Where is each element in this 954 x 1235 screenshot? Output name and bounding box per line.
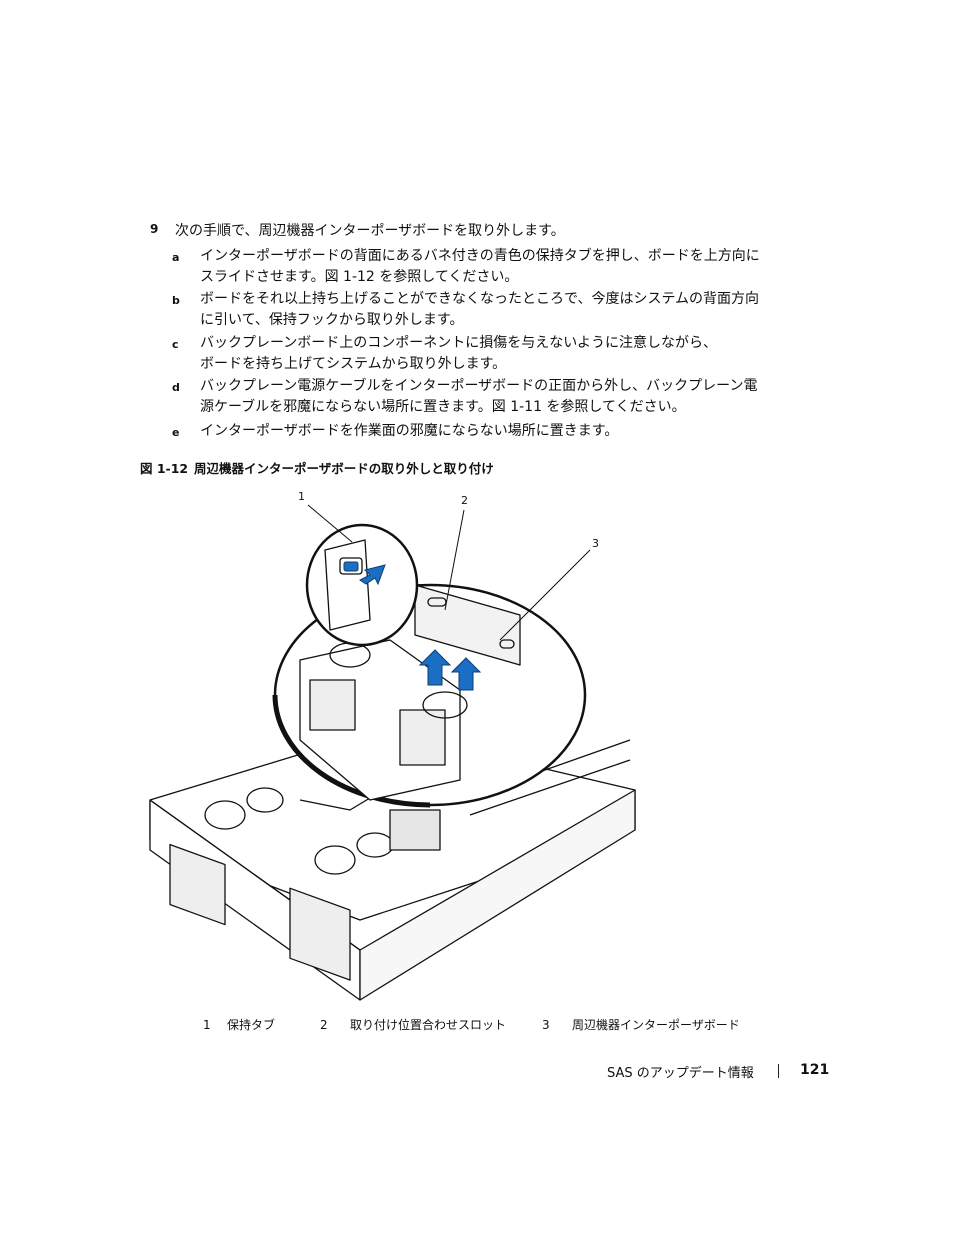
callout-1: 1 [298,490,305,503]
legend-number: 1 [203,1018,211,1032]
legend-item-1: 1 保持タブ [203,1016,275,1033]
legend-number: 3 [542,1018,550,1032]
page-number: 121 [800,1062,830,1078]
substep-letter: d [172,381,180,394]
legend-text: 周辺機器インターポーザボード [572,1018,740,1032]
substep-a: a インターポーザボードの背面にあるバネ付きの青色の保持タブを押し、ボードを上方… [172,246,812,288]
substep-letter: e [172,426,180,439]
callout-3: 3 [592,537,599,550]
substep-text: バックプレーン電源ケーブルをインターポーザボードの正面から外し、バックプレーン電… [200,378,758,415]
interposer-board-illustration: 1 2 3 [149,490,636,1001]
callout-2: 2 [461,494,468,507]
legend-number: 2 [320,1018,328,1032]
substep-text: バックプレーンボード上のコンポーネントに損傷を与えないように注意しながら、 ボー… [200,335,718,372]
footer-section-title: SAS のアップデート情報 [607,1066,754,1081]
substep-text: インターポーザボードを作業面の邪魔にならない場所に置きます。 [200,423,619,439]
figure-title: 周辺機器インターポーザボードの取り外しと取り付け [194,461,494,476]
substep-letter: b [172,294,180,307]
figure-caption: 図 1-12 周辺機器インターポーザボードの取り外しと取り付け [140,458,494,477]
legend-text: 取り付け位置合わせスロット [350,1018,507,1032]
legend-item-2: 2 取り付け位置合わせスロット [320,1016,506,1033]
substep-c: c バックプレーンボード上のコンポーネントに損傷を与えないように注意しながら、 … [172,333,812,375]
step-number: 9 [150,222,159,236]
substep-e: e インターポーザボードを作業面の邪魔にならない場所に置きます。 [172,421,812,442]
substep-b: b ボードをそれ以上持ち上げることができなくなったところで、今度はシステムの背面… [172,289,812,331]
footer-divider [778,1064,779,1078]
legend-text: 保持タブ [227,1018,276,1032]
substep-letter: a [172,251,180,264]
step-text: 次の手順で、周辺機器インターポーザボードを取り外します。 [175,223,565,239]
substep-text: ボードをそれ以上持ち上げることができなくなったところで、今度はシステムの背面方向… [200,291,760,328]
substep-text: インターポーザボードの背面にあるバネ付きの青色の保持タブを押し、ボードを上方向に… [200,248,760,285]
substep-letter: c [172,338,179,351]
figure-label: 図 1-12 [140,461,189,476]
substep-d: d バックプレーン電源ケーブルをインターポーザボードの正面から外し、バックプレー… [172,376,812,418]
legend-item-3: 3 周辺機器インターポーザボード [542,1016,740,1033]
